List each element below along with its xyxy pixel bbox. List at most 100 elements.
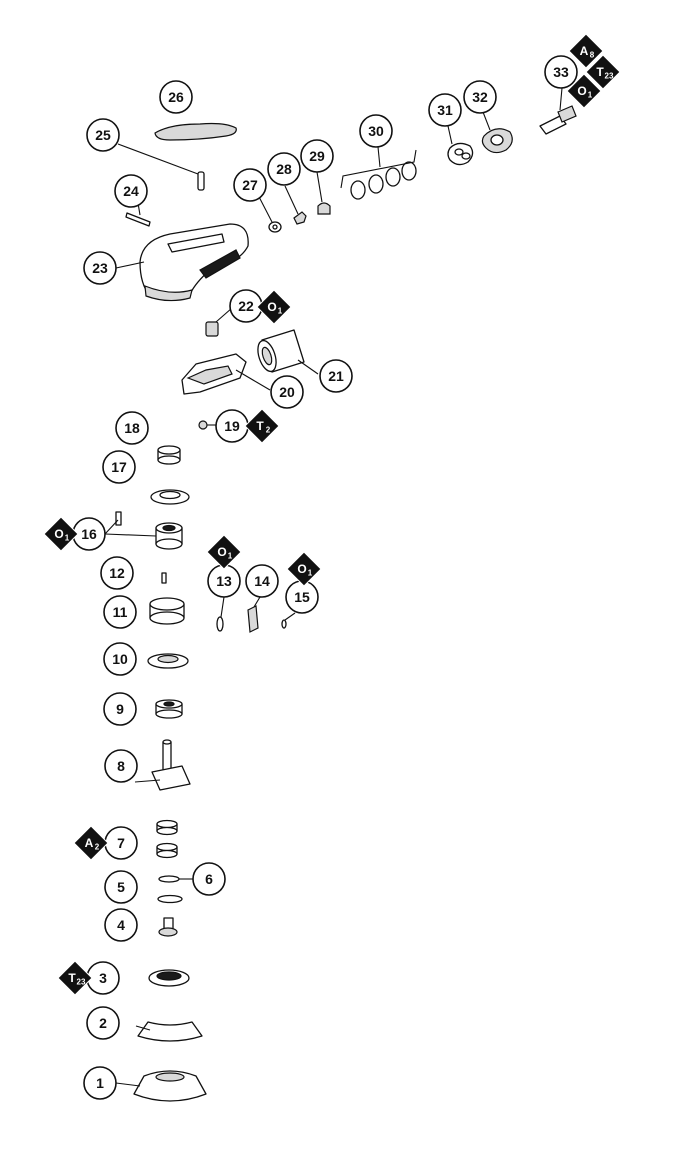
part-31-gasket-hole-b [461, 152, 471, 160]
part-23-housing [139, 223, 249, 302]
callout-26-label: 26 [168, 89, 184, 105]
part-8-shaft [151, 739, 191, 791]
part-21-cylinder [257, 329, 305, 373]
callout-4: 4 [104, 908, 138, 942]
badge-7-a: A 2 [73, 825, 109, 861]
callout-18: 18 [115, 411, 149, 445]
badge-3-t-sub: 23 [77, 978, 86, 987]
callout-33-label: 33 [553, 64, 569, 80]
part-9-bearing [155, 699, 183, 719]
badge-33-a: A 8 [568, 33, 604, 69]
callout-8: 8 [104, 749, 138, 783]
callout-30: 30 [359, 114, 393, 148]
part-6-washer [158, 875, 180, 883]
callout-32-label: 32 [472, 89, 488, 105]
callout-24: 24 [114, 174, 148, 208]
callout-16: 16 [72, 517, 106, 551]
callout-27-label: 27 [242, 177, 258, 193]
callout-23-label: 23 [92, 260, 108, 276]
badge-22-o-sub: 1 [278, 307, 283, 316]
callout-16-label: 16 [81, 526, 97, 542]
part-17-plate [150, 489, 190, 505]
callout-22-label: 22 [238, 298, 254, 314]
badge-33-o: O 1 [566, 73, 602, 109]
callout-32: 32 [463, 80, 497, 114]
callout-21: 21 [319, 359, 353, 393]
badge-15-o-letter: O [297, 562, 306, 576]
badge-7-a-letter: A [85, 836, 94, 850]
callout-8-label: 8 [117, 758, 125, 774]
callout-9: 9 [103, 692, 137, 726]
callout-10-label: 10 [112, 651, 128, 667]
callout-2: 2 [86, 1006, 120, 1040]
badge-33-t-letter: T [596, 65, 604, 79]
callout-5: 5 [104, 870, 138, 904]
callout-29-label: 29 [309, 148, 325, 164]
badge-19-t-letter: T [256, 419, 264, 433]
badge-19-t: T 2 [244, 408, 280, 444]
part-25-pin [197, 171, 205, 191]
callout-17-label: 17 [111, 459, 127, 475]
callout-6: 6 [192, 862, 226, 896]
callout-15-label: 15 [294, 589, 310, 605]
part-14-latch [247, 605, 259, 633]
callout-28: 28 [267, 152, 301, 186]
callout-14: 14 [245, 564, 279, 598]
callout-18-label: 18 [124, 420, 140, 436]
callout-25-label: 25 [95, 127, 111, 143]
badge-33-a-sub: 8 [590, 51, 595, 60]
part-13-ring [216, 616, 224, 632]
badge-3-t: T 23 [57, 960, 93, 996]
part-2-shroud [137, 1021, 203, 1042]
callout-9-label: 9 [116, 701, 124, 717]
callout-27: 27 [233, 168, 267, 202]
part-7-bearings [156, 819, 178, 859]
badge-33-o-letter: O [577, 84, 586, 98]
badge-19-t-sub: 2 [266, 426, 271, 435]
callout-31-label: 31 [437, 102, 453, 118]
callout-7-label: 7 [117, 835, 125, 851]
callout-21-label: 21 [328, 368, 344, 384]
badge-33-a-letter: A [580, 44, 589, 58]
part-32-cap-inner [490, 134, 504, 146]
callout-12: 12 [100, 556, 134, 590]
badge-22-o-letter: O [267, 300, 276, 314]
callout-22: 22 [229, 289, 263, 323]
callout-11: 11 [103, 595, 137, 629]
part-drawings [115, 105, 577, 1102]
callout-1-label: 1 [96, 1075, 104, 1091]
callout-12-label: 12 [109, 565, 125, 581]
badge-13-o: O 1 [206, 534, 242, 570]
part-5-ring [157, 894, 183, 904]
callout-10: 10 [103, 642, 137, 676]
badge-16-o-letter: O [54, 527, 63, 541]
part-18-bearing [157, 445, 181, 465]
callout-31: 31 [428, 93, 462, 127]
callouts: 1 2 3 4 5 6 7 8 9 10 11 12 13 14 15 16 1… [72, 55, 578, 1100]
badge-22-o: O 1 [256, 289, 292, 325]
part-15-pin [281, 619, 287, 629]
callout-23: 23 [83, 251, 117, 285]
part-4-bolt [158, 917, 178, 937]
callout-29: 29 [300, 139, 334, 173]
badge-13-o-sub: 1 [228, 552, 233, 561]
callout-26: 26 [159, 80, 193, 114]
badge-13-o-letter: O [217, 545, 226, 559]
callout-5-label: 5 [117, 879, 125, 895]
part-12-pin [161, 572, 167, 584]
part-20-motor-housing [181, 353, 247, 395]
callout-6-label: 6 [205, 871, 213, 887]
part-30-rings [350, 161, 417, 200]
callout-28-label: 28 [276, 161, 292, 177]
part-11-rotor [149, 597, 185, 625]
badge-16-o-sub: 1 [65, 534, 70, 543]
part-16-blade [115, 511, 122, 526]
callout-1: 1 [83, 1066, 117, 1100]
part-22-clip [205, 321, 219, 337]
callout-25: 25 [86, 118, 120, 152]
callout-24-label: 24 [123, 183, 139, 199]
callout-20-label: 20 [279, 384, 295, 400]
badge-33-o-sub: 1 [588, 91, 593, 100]
